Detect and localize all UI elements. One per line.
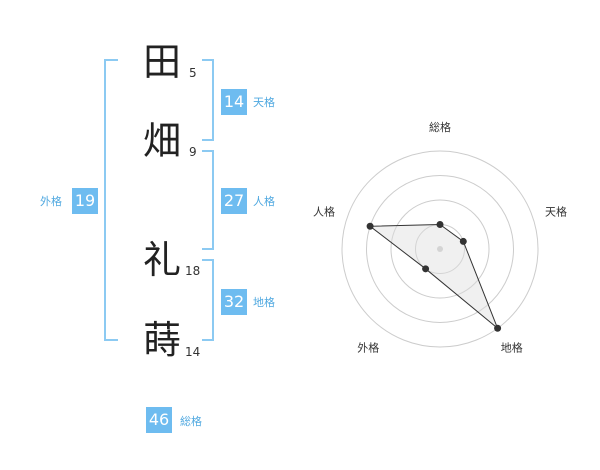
name-char-2: 畑 — [143, 119, 182, 163]
radar-axis-label-4: 外格 — [357, 341, 379, 355]
chikaku-score: 32 — [221, 289, 247, 315]
radar-data-polygon — [368, 223, 499, 329]
stroke-count-3: 18 — [185, 264, 201, 278]
soukaku-score: 46 — [146, 407, 172, 433]
radar-point-3 — [494, 324, 502, 332]
radar-ring — [390, 199, 490, 299]
stroke-count-1: 5 — [189, 66, 197, 80]
name-analysis-panel: 田 5 畑 9 礼 18 蒔 14 14 天格 27 人格 32 地格 外格 1… — [40, 40, 275, 433]
radar-axis-label-3: 地格 — [501, 341, 523, 355]
name-char-1: 田 — [143, 40, 182, 84]
radar-point-4 — [422, 265, 430, 273]
radar-axis-label-1: 総格 — [429, 120, 451, 134]
tenkaku-label: 天格 — [253, 96, 275, 109]
radar-center-dot — [437, 246, 443, 252]
soukaku-label: 総格 — [180, 415, 202, 428]
radar-point-1 — [436, 221, 444, 228]
name-char-4: 蒔 — [143, 318, 182, 362]
gaikaku-score: 19 — [72, 188, 98, 214]
chikaku-bracket — [202, 259, 214, 341]
stroke-count-4: 14 — [185, 345, 201, 359]
stroke-count-2: 9 — [189, 145, 197, 159]
name-char-3: 礼 — [143, 238, 182, 282]
jinkaku-bracket — [202, 150, 214, 250]
gaikaku-bracket — [104, 59, 118, 341]
radar-ring — [366, 175, 514, 323]
chikaku-label: 地格 — [253, 296, 275, 309]
jinkaku-label: 人格 — [253, 195, 275, 208]
radar-point-2 — [459, 237, 467, 245]
radar-point-5 — [366, 222, 374, 230]
jinkaku-score: 27 — [221, 188, 247, 214]
radar-ring — [341, 150, 539, 348]
tenkaku-bracket — [202, 59, 214, 141]
gaikaku-label: 外格 — [40, 195, 62, 208]
radar-axis-label-5: 人格 — [313, 204, 335, 218]
tenkaku-score: 14 — [221, 89, 247, 115]
radar-axis-label-2: 天格 — [545, 204, 567, 218]
